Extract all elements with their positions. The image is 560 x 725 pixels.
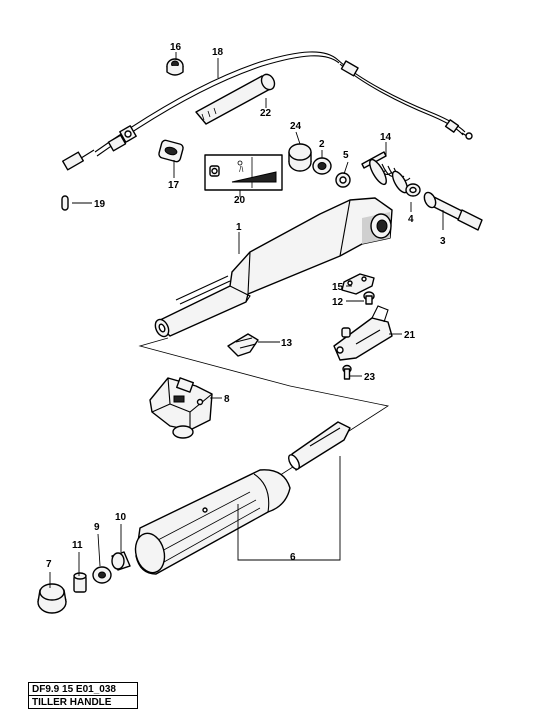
callout-24: 24 — [290, 121, 302, 132]
cap-screw — [73, 572, 87, 593]
callout-5: 5 — [343, 150, 349, 161]
stopper-plate — [341, 273, 375, 295]
callout-11: 11 — [72, 540, 83, 551]
pin — [61, 195, 69, 211]
diagram-title: TILLER HANDLE — [29, 695, 137, 708]
leader-lines — [49, 52, 444, 588]
callout-20: 20 — [234, 195, 246, 206]
stop-switch — [149, 377, 213, 439]
callout-19: 19 — [94, 199, 106, 210]
cable-bracket — [333, 305, 393, 361]
callout-9: 9 — [94, 522, 100, 533]
callout-14: 14 — [380, 132, 392, 143]
cable-sleeve — [195, 73, 276, 125]
callout-22: 22 — [260, 108, 272, 119]
callout-21: 21 — [404, 330, 416, 341]
callout-10: 10 — [115, 512, 127, 523]
throttle-grip — [134, 421, 351, 575]
callout-1: 1 — [236, 222, 242, 233]
tiller-handle — [154, 197, 393, 338]
cap-washer — [92, 566, 112, 584]
callout-18: 18 — [212, 47, 224, 58]
bracket-screw — [342, 364, 352, 380]
cable-clip — [227, 333, 259, 357]
grommet — [158, 139, 184, 163]
callout-17: 17 — [168, 180, 180, 191]
decal-symbol: ﾊ — [239, 165, 244, 175]
callout-7: 7 — [46, 559, 52, 570]
label-decal: ﾊ — [204, 154, 283, 191]
bush — [166, 58, 184, 76]
callout-3: 3 — [440, 236, 446, 247]
callout-15: 15 — [332, 282, 344, 293]
throttle-cable — [62, 51, 473, 171]
callout-6: 6 — [290, 552, 296, 563]
washer — [405, 183, 421, 197]
diagram-code: DF9.9 15 E01_038 — [32, 684, 116, 695]
callout-8: 8 — [224, 394, 230, 405]
callout-12: 12 — [332, 297, 344, 308]
diagram-title-block: DF9.9 15 E01_038 TILLER HANDLE — [28, 682, 138, 709]
flat-washer — [335, 172, 351, 188]
callout-numbers: 1 2 3 4 5 6 7 8 9 10 11 12 13 14 15 16 1… — [46, 42, 446, 570]
bushing-washer — [312, 157, 332, 175]
callout-23: 23 — [364, 372, 376, 383]
callout-13: 13 — [281, 338, 293, 349]
assembly-guide-lines — [138, 337, 390, 507]
grip-cap — [37, 583, 67, 614]
friction-spring — [361, 151, 411, 194]
plate-screw — [363, 291, 375, 305]
grip-bush — [111, 551, 131, 571]
callout-2: 2 — [319, 139, 325, 150]
tiller-bolt — [423, 191, 483, 231]
callout-16: 16 — [170, 42, 182, 53]
collar — [288, 143, 312, 172]
callout-4: 4 — [408, 214, 414, 225]
